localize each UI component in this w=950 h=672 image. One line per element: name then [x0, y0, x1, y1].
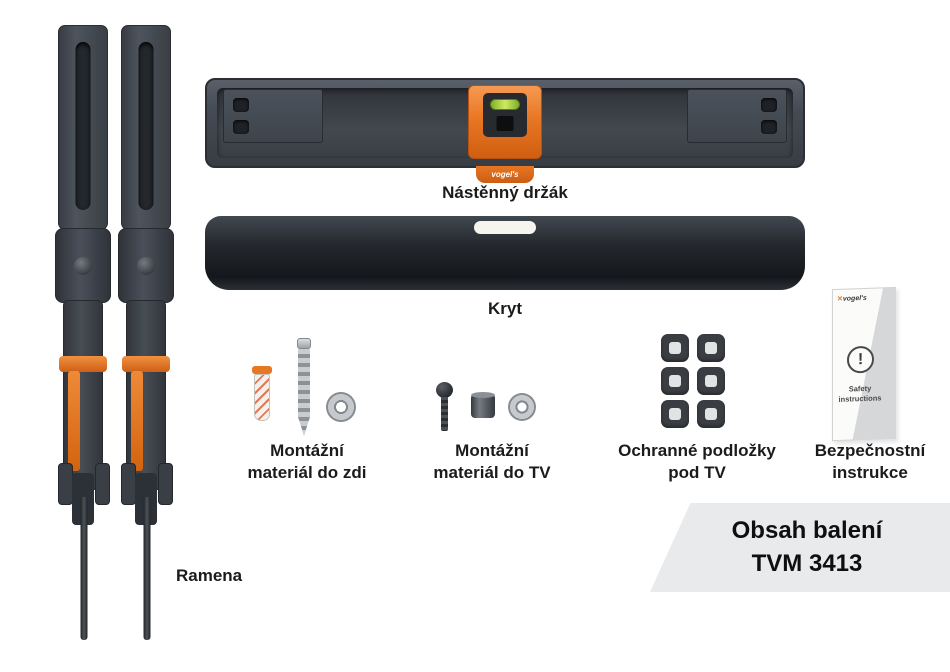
- arm-rail: [121, 25, 171, 230]
- tv-screw-head: [436, 382, 453, 398]
- leaflet-text-line2: instructions: [838, 393, 882, 404]
- cover-slot: [474, 221, 536, 234]
- pad: [697, 334, 725, 362]
- wall-bracket-end-plate-right: [687, 89, 787, 143]
- tv-spacer: [471, 392, 495, 418]
- wall-washer: [326, 392, 356, 422]
- arm-hinge-bolt: [137, 257, 155, 275]
- arm-orange-clip: [59, 356, 107, 372]
- wall-plug-collar: [252, 366, 272, 374]
- mount-hole: [761, 120, 777, 134]
- arm-hook: [58, 463, 73, 505]
- wall-material-label-line2: materiál do zdi: [247, 463, 367, 483]
- protective-pads: [661, 334, 725, 428]
- wall-bracket-center-clip: [468, 85, 542, 159]
- arm-rod: [143, 497, 151, 640]
- tv-spacer-rim: [471, 392, 495, 398]
- spirit-level: [483, 93, 527, 137]
- arm-orange-strap: [68, 371, 80, 471]
- pad-hole: [669, 408, 681, 420]
- spirit-level-hole: [496, 116, 514, 131]
- wall-plug-shaft: [254, 374, 270, 421]
- arm-right: [118, 25, 176, 640]
- arm-hinge-bolt: [74, 257, 92, 275]
- pad: [697, 400, 725, 428]
- package-model-number: TVM 3413: [751, 549, 863, 577]
- mount-hole: [233, 98, 249, 112]
- pad: [697, 367, 725, 395]
- mount-hole: [233, 120, 249, 134]
- wall-plug: [252, 366, 272, 424]
- arms-label: Ramena: [176, 566, 243, 585]
- safety-label-line2: instrukce: [832, 463, 908, 483]
- arm-hook: [158, 463, 173, 505]
- wall-screw: [296, 338, 312, 436]
- arm-hook: [95, 463, 110, 505]
- safety-label-line1: Bezpečnostní: [814, 441, 926, 460]
- tv-material-label: Montážní materiál do TV: [412, 440, 572, 484]
- vogels-logo: ✕vogel's: [837, 294, 867, 303]
- pad: [661, 367, 689, 395]
- wall-bracket-label: Nástěnný držák: [442, 183, 568, 202]
- wall-screw-shaft: [298, 349, 310, 436]
- pad-hole: [669, 342, 681, 354]
- pads-label: Ochranné podložky pod TV: [607, 440, 787, 484]
- arm-body: [122, 300, 170, 490]
- pads-label-line1: Ochranné podložky: [618, 441, 776, 460]
- leaflet-text: Safety instructions: [832, 383, 888, 404]
- arm-orange-strap: [131, 371, 143, 471]
- mount-hole: [761, 98, 777, 112]
- pads-label-line2: pod TV: [668, 463, 726, 483]
- arm-left: [55, 25, 113, 640]
- cover-label: Kryt: [487, 299, 522, 318]
- arm-hinge: [118, 228, 174, 303]
- pad-hole: [705, 375, 717, 387]
- cover-strip: [205, 216, 805, 290]
- pad: [661, 400, 689, 428]
- arm-rail: [58, 25, 108, 230]
- pad-hole: [669, 375, 681, 387]
- pad: [661, 334, 689, 362]
- arm-body: [59, 300, 107, 490]
- package-contents-title: Obsah balení: [731, 517, 883, 545]
- arm-hook: [121, 463, 136, 505]
- package-contents-banner: Obsah balení TVM 3413: [650, 503, 950, 592]
- arm-rail-slot: [138, 42, 154, 210]
- tv-material-label-line2: materiál do TV: [433, 463, 551, 483]
- pad-hole: [705, 408, 717, 420]
- wall-bracket-end-plate-left: [223, 89, 323, 143]
- pad-hole: [705, 342, 717, 354]
- tv-washer: [508, 393, 536, 421]
- wall-material-label: Montážní materiál do zdi: [227, 440, 387, 484]
- wall-screw-head: [297, 338, 311, 349]
- safety-label: Bezpečnostní instrukce: [800, 440, 940, 484]
- arm-hinge: [55, 228, 111, 303]
- vogels-logo-text: vogel's: [842, 294, 867, 303]
- tv-material-label-line1: Montážní: [455, 441, 529, 460]
- wall-bracket: vogel's: [205, 78, 805, 183]
- arm-rod: [80, 497, 88, 640]
- wall-material-label-line1: Montážní: [270, 441, 344, 460]
- safety-leaflet: ✕vogel's ! Safety instructions: [832, 286, 896, 442]
- tv-screw-shaft: [441, 397, 448, 431]
- vogels-logo-tab: vogel's: [476, 166, 534, 183]
- tv-screw: [436, 382, 454, 432]
- arm-rail-slot: [75, 42, 91, 210]
- arm-orange-clip: [122, 356, 170, 372]
- spirit-level-bubble: [490, 99, 520, 110]
